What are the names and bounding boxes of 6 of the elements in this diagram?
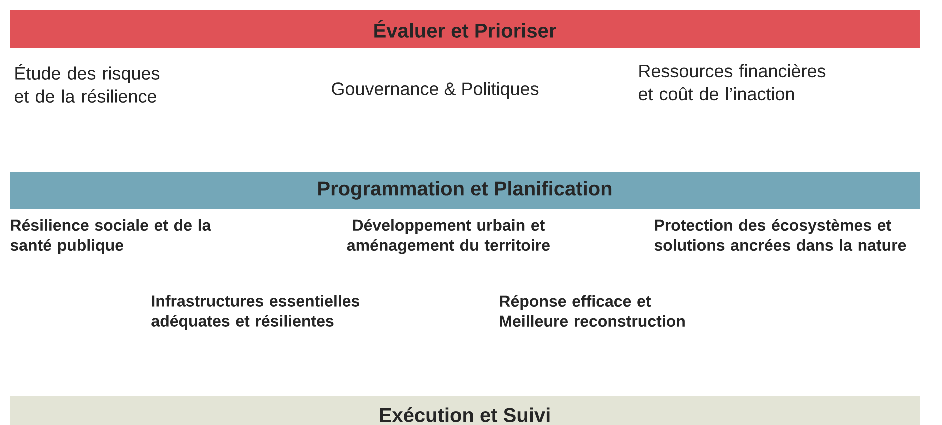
item-text: Gouvernance & Politiques [332, 82, 539, 99]
item-text: Infrastructures essentielles adéquates et résilientes [152, 295, 360, 330]
band: Évaluer et Prioriser [10, 10, 920, 48]
band: Exécution et Suivi [10, 396, 920, 425]
item-text: Réponse efficace et Meilleure reconstruction [500, 295, 685, 328]
band: Programmation et Planification [10, 172, 920, 209]
